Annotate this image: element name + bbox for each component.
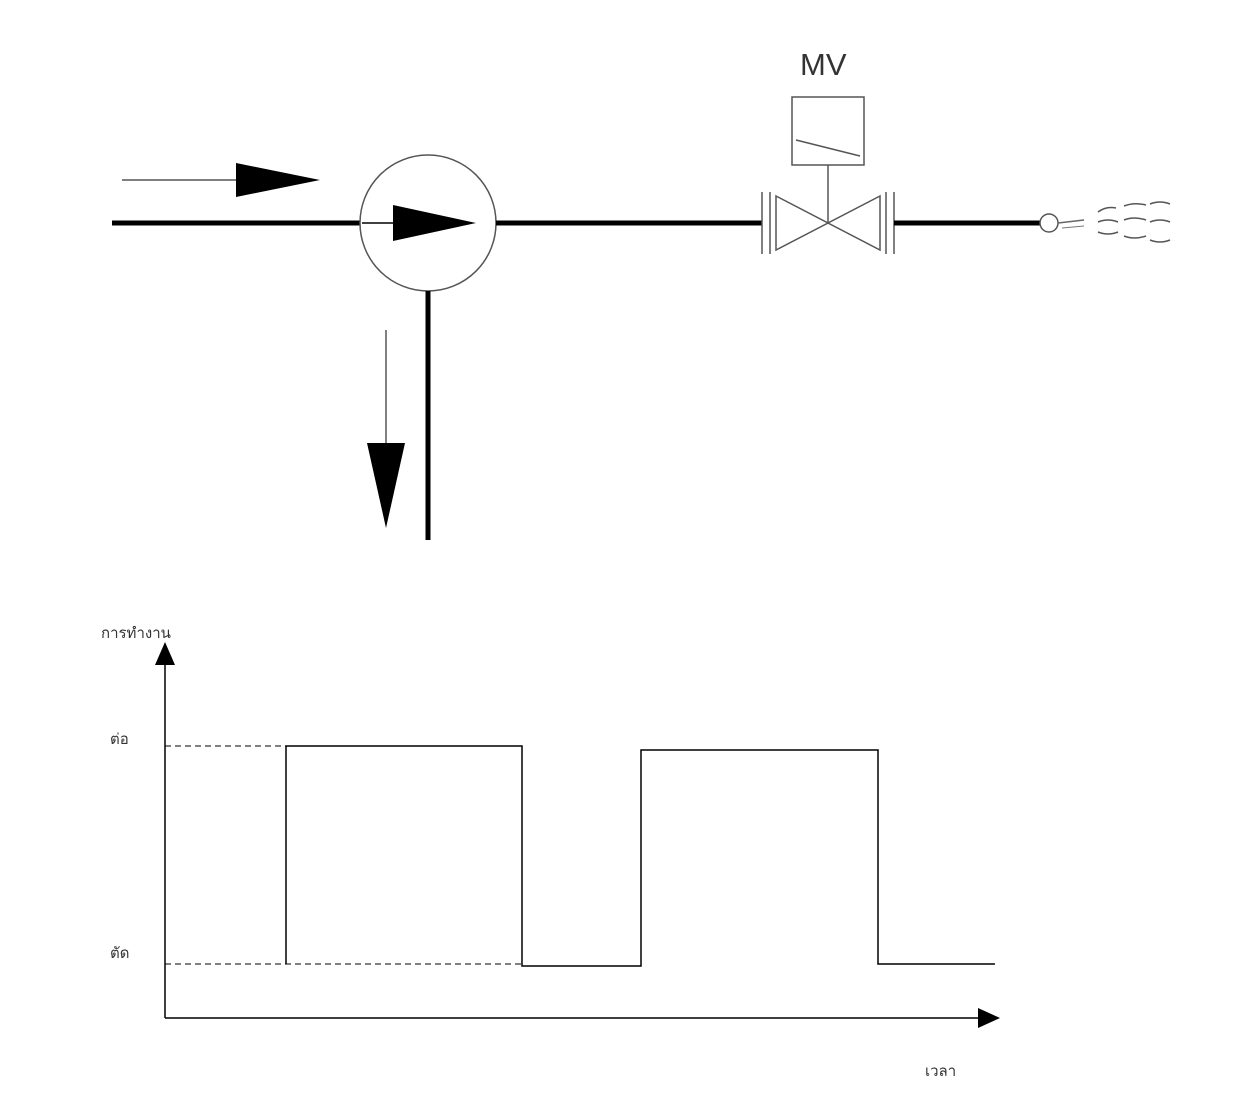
level-off-label: ตัด [110,944,129,962]
valve-label: MV [800,47,847,82]
timing-chart: การทำงาน ต่อ ตัด เวลา [101,624,1000,1080]
solenoid-valve: MV [761,47,895,254]
x-axis-label: เวลา [925,1062,956,1080]
branch-flow-arrow [367,330,405,528]
y-axis-label: การทำงาน [101,624,171,642]
level-on-label: ต่อ [110,730,129,748]
process-diagram: MV [112,47,1171,540]
inlet-flow-arrow [122,163,320,197]
valve-state-signal [285,745,995,967]
valve-body-icon [775,194,830,252]
junction-arrow-icon [393,205,476,241]
flow-junction [359,154,497,292]
y-axis [155,642,175,1018]
spray-nozzle-icon [1039,201,1171,243]
x-axis [165,1008,1000,1028]
